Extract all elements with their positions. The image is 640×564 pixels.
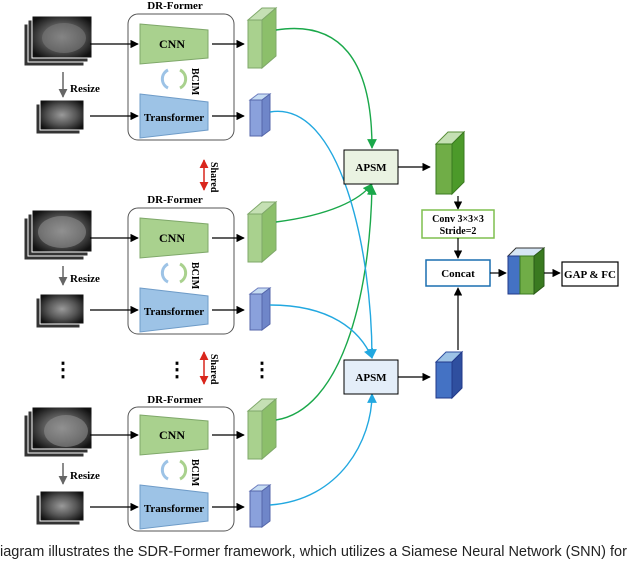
- transformer-label: Transformer: [144, 306, 204, 318]
- dr-former-box: [127, 207, 235, 335]
- dr-former-title: DR-Former: [147, 194, 203, 206]
- concat-label: Concat: [441, 268, 475, 280]
- transformer-block: [139, 287, 209, 333]
- shared-arrow-2: Shared: [199, 351, 219, 385]
- conv-box: [421, 209, 495, 239]
- transformer-block: [139, 93, 209, 139]
- shared-label: Shared: [208, 162, 219, 193]
- cnn-feature-cube: [246, 200, 278, 264]
- bcim-label: BCIM: [189, 68, 200, 96]
- shared-label: Shared: [208, 354, 219, 385]
- gap-fc-label: GAP & FC: [564, 269, 616, 281]
- cnn-label: CNN: [159, 231, 185, 245]
- apsm-top-output-cube: [434, 130, 466, 196]
- transformer-label: Transformer: [144, 112, 204, 124]
- concat-feature-cube: [506, 246, 546, 296]
- resize-label: Resize: [70, 470, 100, 482]
- mri-stack-small: [35, 293, 85, 329]
- green-connectors: [275, 27, 377, 421]
- mri-stack-small: [35, 490, 85, 526]
- conv-line1: Conv 3×3×3: [432, 214, 484, 225]
- transformer-feature-cube: [248, 287, 272, 331]
- dr-former-box: [127, 406, 235, 532]
- shared-arrow-1: Shared: [199, 159, 219, 193]
- concat-box: [425, 259, 491, 287]
- bcim-label: BCIM: [189, 262, 200, 290]
- dr-former-row-2: Resize DR-Former CNN Transformer BCIM: [23, 194, 278, 335]
- ellipsis-former: ⋮: [167, 359, 187, 381]
- cnn-block: [139, 217, 209, 259]
- cnn-feature-cube: [246, 6, 278, 70]
- dr-former-row-1: Resize DR-Former CNN Transformer BCIM: [23, 0, 278, 141]
- apsm-bottom-label: APSM: [355, 372, 387, 384]
- bcim-label: BCIM: [189, 459, 200, 487]
- bcim-cycle-icon: [160, 68, 169, 90]
- cnn-label: CNN: [159, 428, 185, 442]
- apsm-bottom-box: [343, 359, 399, 395]
- gap-fc-box: [561, 261, 619, 287]
- transformer-label: Transformer: [144, 503, 204, 515]
- cnn-label: CNN: [159, 37, 185, 51]
- apsm-bottom-output-cube: [434, 350, 464, 400]
- transformer-block: [139, 484, 209, 530]
- blue-connectors: [269, 110, 377, 506]
- ellipsis-features: ⋮: [252, 359, 272, 381]
- conv-line2: Stride=2: [440, 226, 477, 237]
- dr-former-title: DR-Former: [147, 0, 203, 12]
- bcim-cycle-icon: [160, 459, 169, 481]
- dr-former-title: DR-Former: [147, 394, 203, 406]
- apsm-top-box: [343, 149, 399, 185]
- mri-stack-large: [23, 15, 93, 67]
- figure-caption: iagram illustrates the SDR-Former framew…: [0, 544, 627, 560]
- cnn-feature-cube: [246, 397, 278, 461]
- transformer-feature-cube: [248, 484, 272, 528]
- resize-label: Resize: [70, 83, 100, 95]
- cnn-block: [139, 23, 209, 65]
- cnn-block: [139, 414, 209, 456]
- resize-label: Resize: [70, 273, 100, 285]
- mri-stack-large: [23, 209, 93, 261]
- mri-stack-small: [35, 99, 85, 135]
- mri-stack-large: [23, 406, 93, 458]
- bcim-cycle-icon: [160, 262, 169, 284]
- dr-former-row-3: Resize DR-Former CNN Transformer BCIM: [23, 394, 278, 532]
- apsm-top-label: APSM: [355, 162, 387, 174]
- dr-former-box: [127, 13, 235, 141]
- ellipsis-images: ⋮: [53, 359, 73, 381]
- transformer-feature-cube: [248, 93, 272, 137]
